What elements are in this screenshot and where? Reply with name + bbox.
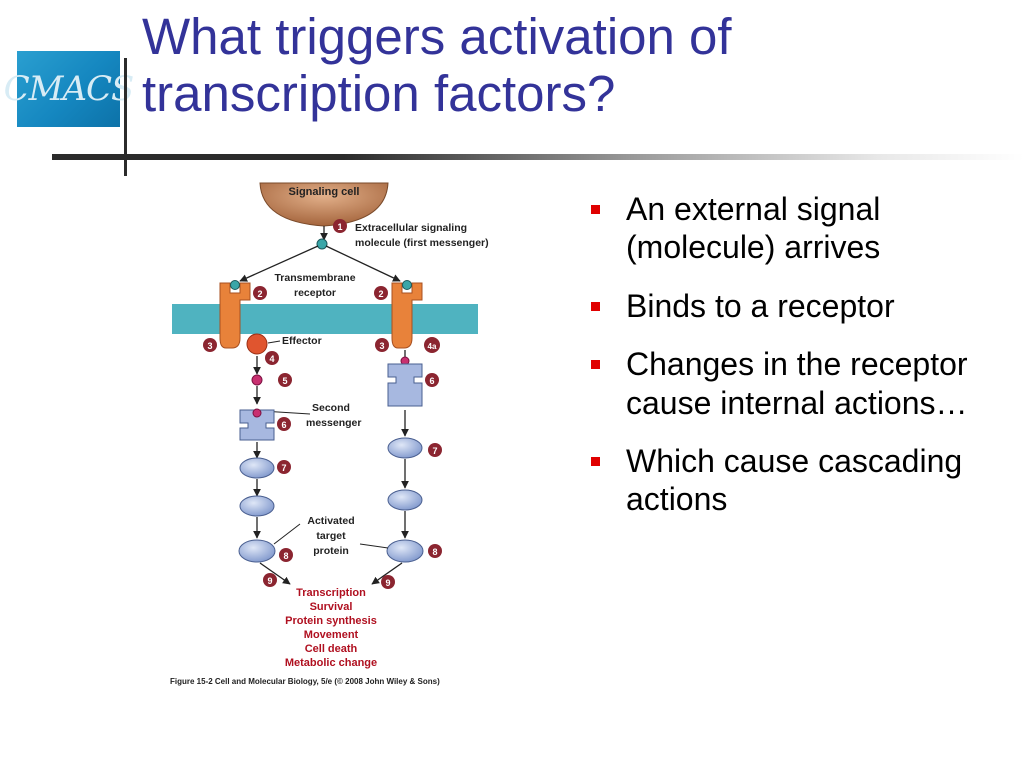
bullet-item-cascading: Which cause cascading actions [588, 442, 1008, 519]
red-square-bullet-icon [591, 205, 600, 214]
activated-label-2: target [316, 530, 346, 542]
svg-text:9: 9 [385, 578, 390, 588]
second-messenger-molecule [251, 374, 263, 386]
svg-text:2: 2 [257, 289, 262, 299]
svg-text:3: 3 [207, 341, 212, 351]
bullet-item-external-signal: An external signal (molecule) arrives [588, 190, 1008, 267]
bullet-text: An external signal (molecule) arrives [626, 191, 881, 266]
svg-text:3: 3 [379, 341, 384, 351]
outcome-survival: Survival [310, 601, 353, 613]
left-protein-2 [239, 495, 275, 517]
cell-membrane [172, 304, 478, 334]
figure-caption: Figure 15-2 Cell and Molecular Biology, … [170, 677, 440, 686]
svg-text:7: 7 [281, 463, 286, 473]
svg-text:8: 8 [283, 551, 288, 561]
bullet-item-binds-receptor: Binds to a receptor [588, 287, 1008, 325]
activated-label-3: protein [313, 545, 349, 557]
left-kinase [239, 409, 275, 441]
outcome-metabolic-change: Metabolic change [285, 657, 377, 669]
bullet-text: Changes in the receptor cause internal a… [626, 346, 968, 421]
bullet-text: Which cause cascading actions [626, 442, 963, 518]
signaling-pathway-figure: Signaling cell 1 Extracellular signaling… [170, 182, 489, 686]
left-receptor [219, 282, 251, 349]
extracellular-label-1: Extracellular signaling [355, 222, 467, 234]
svg-text:5: 5 [282, 376, 287, 386]
svg-text:7: 7 [432, 446, 437, 456]
extracellular-label-2: molecule (first messenger) [355, 237, 489, 249]
left-target-protein [238, 539, 276, 563]
activated-label-1: Activated [307, 515, 354, 527]
bullet-list: An external signal (molecule) arrives Bi… [588, 190, 1008, 539]
logo-text: CMACS [3, 69, 135, 109]
svg-text:4a: 4a [428, 342, 437, 351]
red-square-bullet-icon [591, 360, 600, 370]
bullet-text: Binds to a receptor [626, 287, 895, 324]
left-protein-1 [239, 457, 275, 479]
svg-text:9: 9 [267, 576, 272, 586]
bullet-item-receptor-changes: Changes in the receptor cause internal a… [588, 345, 1008, 422]
svg-text:6: 6 [429, 376, 434, 386]
outcome-transcription: Transcription [296, 587, 366, 599]
svg-text:6: 6 [281, 420, 286, 430]
outcome-movement: Movement [304, 629, 359, 641]
title-line-2: transcription factors? [142, 65, 616, 123]
red-square-bullet-icon [591, 456, 600, 466]
second-messenger-label-2: messenger [306, 417, 361, 429]
cmacs-logo: CMACS [3, 51, 135, 127]
transmembrane-label-2: receptor [294, 287, 336, 299]
svg-text:2: 2 [378, 289, 383, 299]
outcome-protein-synthesis: Protein synthesis [285, 615, 377, 627]
signaling-cell-shape [259, 182, 389, 227]
first-messenger-molecule [316, 238, 328, 250]
svg-text:8: 8 [432, 547, 437, 557]
title-vertical-rule [124, 58, 127, 176]
right-protein-2 [387, 489, 423, 511]
svg-text:1: 1 [337, 222, 342, 232]
effector-label: Effector [282, 335, 322, 347]
right-protein-1 [387, 437, 423, 459]
signaling-cell-label: Signaling cell [289, 186, 360, 198]
right-target-protein [386, 539, 424, 563]
title-horizontal-rule [52, 154, 1024, 160]
right-kinase [387, 363, 423, 407]
red-square-bullet-icon [591, 301, 600, 311]
outcome-cell-death: Cell death [305, 643, 358, 655]
right-receptor [391, 282, 423, 349]
svg-text:4: 4 [269, 354, 274, 364]
transmembrane-label-1: Transmembrane [274, 272, 355, 284]
slide-title: What triggers activation of transcriptio… [142, 8, 1002, 122]
title-line-1: What triggers activation of [142, 8, 732, 65]
effector-protein [246, 333, 268, 355]
second-messenger-label-1: Second [312, 402, 350, 414]
